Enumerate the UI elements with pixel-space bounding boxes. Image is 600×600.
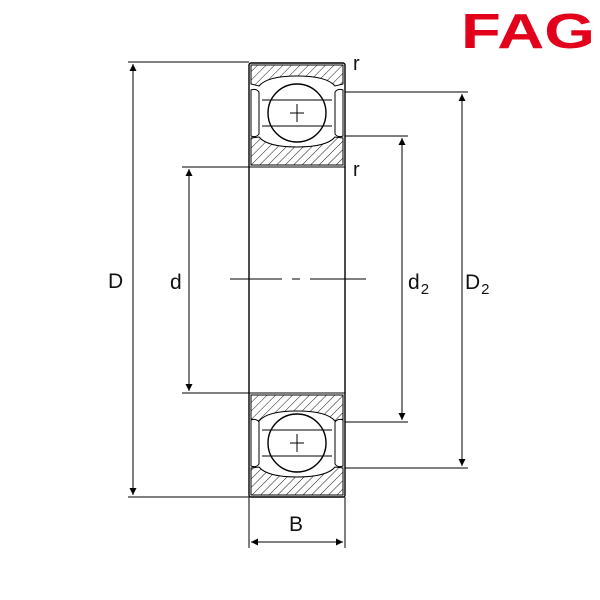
label-outer-shoulder-main: D [465,271,480,294]
extension-lines [128,61,468,548]
label-radius-inner: r [353,159,360,181]
label-inner-shoulder: d2 [408,271,429,298]
top-section [250,64,344,166]
label-outer-shoulder: D2 [465,271,490,298]
fag-logo-text: FAG [461,8,595,52]
label-outer-diameter: D [108,270,123,293]
label-radius-top: r [353,53,360,75]
bearing-outline [248,62,346,498]
bottom-section [250,394,344,496]
label-outer-shoulder-sub: 2 [481,281,489,298]
label-bore: d [170,271,182,294]
label-width: B [289,513,303,536]
fag-logo: FAG [461,8,595,52]
label-inner-shoulder-main: d [408,271,420,294]
label-inner-shoulder-sub: 2 [421,281,429,298]
